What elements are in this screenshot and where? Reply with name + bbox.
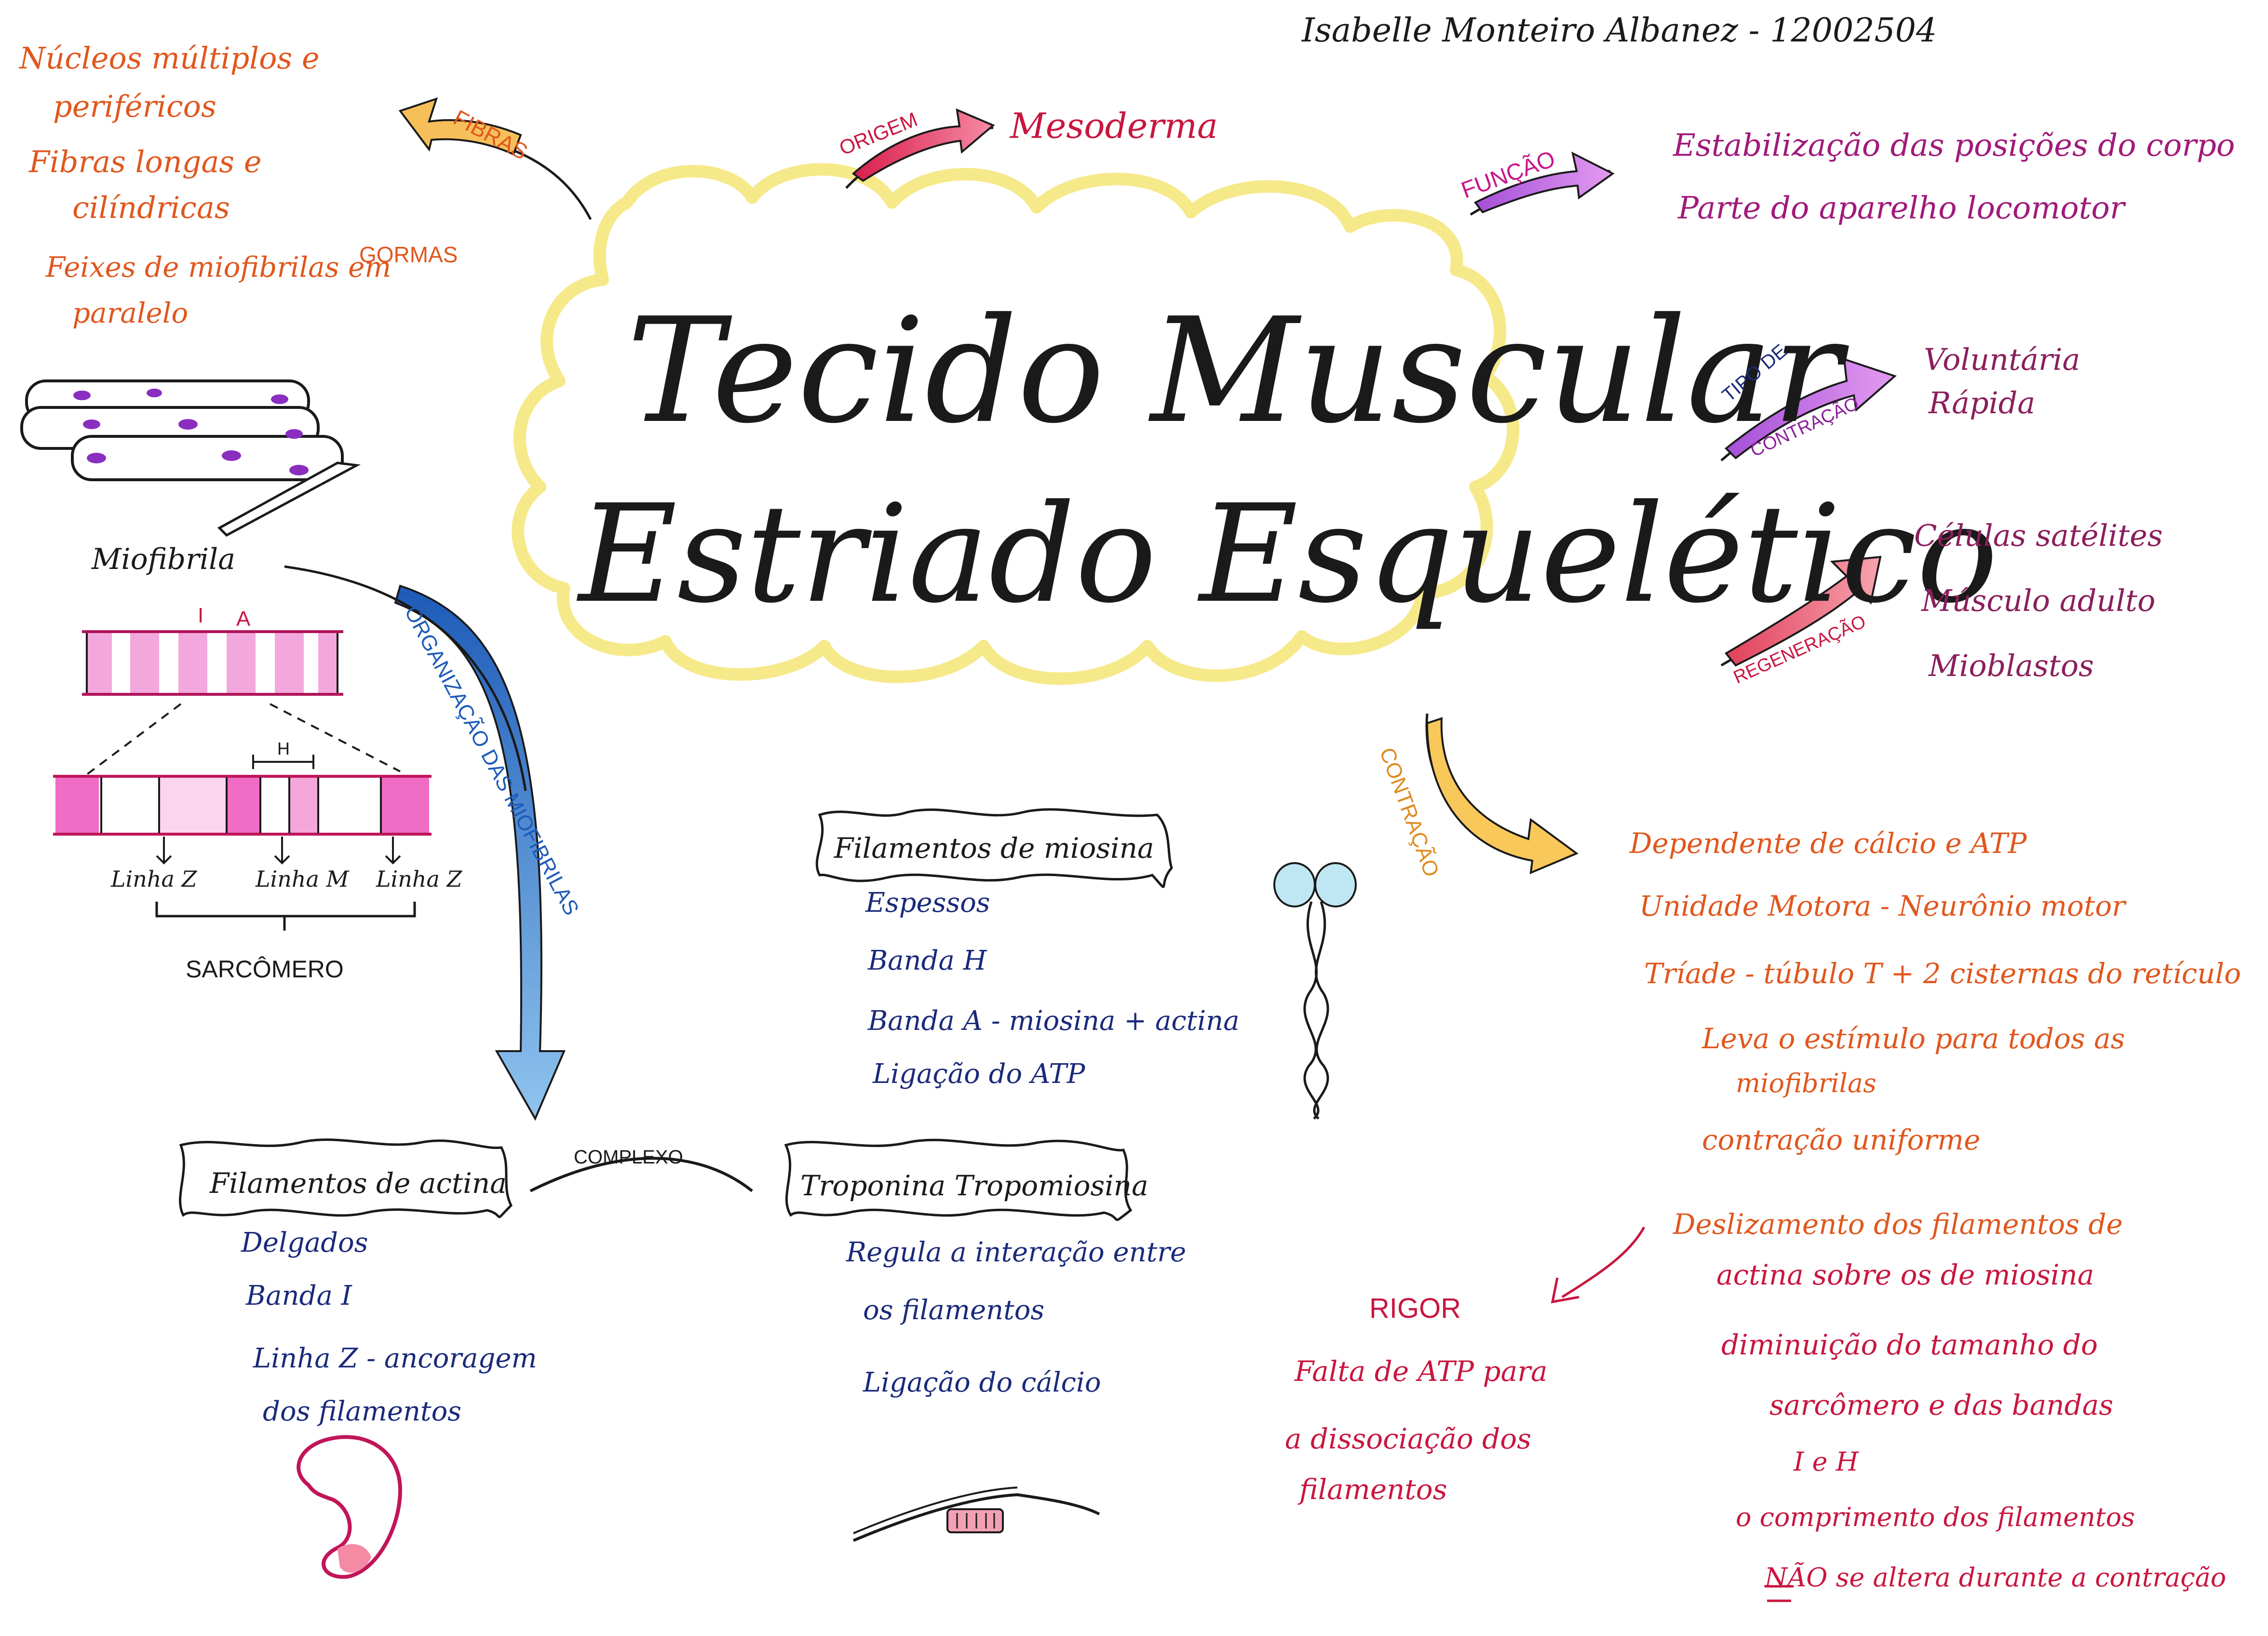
miofibrila-label: Miofibrila (92, 542, 236, 576)
tropomyosin-drawing (852, 1487, 1100, 1542)
line-label-z-left: Linha Z (111, 866, 197, 892)
deslizamento-item-6: o comprimento dos filamentos (1736, 1502, 2135, 1532)
actina-title: Filamentos de actina (210, 1167, 507, 1200)
actina-item-4: dos filamentos (263, 1396, 462, 1427)
origem-value: Mesoderma (1010, 106, 1218, 146)
tipo-contracao-arrow (1725, 358, 1897, 460)
fibras-item-1: Núcleos múltiplos e (19, 41, 320, 76)
myofibril-strip (82, 630, 401, 777)
troponina-item-3: Ligação do cálcio (863, 1367, 1101, 1398)
miosina-title: Filamentos de miosina (834, 832, 1154, 865)
line-label-m: Linha M (256, 866, 349, 892)
tipo-contracao-item-1: Voluntária (1924, 342, 2080, 377)
cell-drawing (297, 1435, 403, 1579)
actina-item-2: Banda I (246, 1280, 352, 1312)
deslizamento-item-4: sarcômero e das bandas (1769, 1389, 2114, 1421)
fibras-item-5: Feixes de miofibrilas em (46, 251, 392, 284)
actina-item-3: Linha Z - ancoragem (253, 1343, 537, 1374)
deslizamento-item-5: I e H (1794, 1447, 1859, 1477)
fibras-arrow (398, 97, 522, 156)
miosina-item-4: Ligação do ATP (873, 1058, 1085, 1090)
tipo-contracao-item-2: Rápida (1929, 385, 2036, 420)
rigor-item-2: a dissociação dos (1285, 1422, 1531, 1455)
contracao-arrow (1426, 717, 1579, 875)
regeneracao-item-3: Mioblastos (1929, 648, 2094, 683)
miosina-item-1: Espessos (865, 887, 990, 919)
rigor-title: RIGOR (1369, 1293, 1461, 1324)
contracao-item-4: Leva o estímulo para todos as (1702, 1022, 2125, 1055)
troponina-box (784, 1138, 1133, 1221)
myosin-molecule-drawing (1273, 862, 1357, 1120)
regeneracao-item-1: Células satélites (1914, 518, 2163, 553)
deslizamento-item-2: actina sobre os de miosina (1716, 1258, 2094, 1291)
regeneracao-item-2: Músculo adulto (1921, 583, 2156, 618)
regeneracao-arrow (1724, 555, 1882, 667)
sarcomere-strip (53, 755, 432, 931)
contracao-item-3: Tríade - túbulo T + 2 cisternas do retíc… (1644, 957, 2241, 990)
deslizamento-item-7: NÃO se altera durante a contração (1765, 1562, 2227, 1593)
fibras-item-3: Fibras longas e (29, 144, 262, 179)
deslizamento-item-1: Deslizamento dos filamentos de (1673, 1208, 2123, 1241)
complexo-label: COMPLEXO (574, 1147, 683, 1168)
fibras-item-2: periféricos (53, 89, 216, 124)
band-label-h: H (277, 739, 290, 758)
troponina-item-2: os filamentos (863, 1295, 1045, 1326)
funcao-item-2: Parte do aparelho locomotor (1678, 190, 2125, 226)
contracao-item-5: miofibrilas (1736, 1068, 1876, 1098)
page-title-line1: Tecido Muscular (627, 287, 1842, 455)
deslizamento-item-3: diminuição do tamanho do (1721, 1328, 2098, 1361)
funcao-item-1: Estabilização das posições do corpo (1673, 128, 2235, 163)
fibras-item-6: paralelo (72, 297, 189, 329)
rigor-item-1: Falta de ATP para (1295, 1355, 1548, 1388)
troponina-item-1: Regula a interação entre (846, 1237, 1187, 1268)
sarcomero-label: SARCÔMERO (186, 956, 344, 983)
troponina-title: Troponina Tropomiosina (800, 1169, 1148, 1202)
miosina-box (815, 808, 1173, 888)
origem-arrow (851, 108, 995, 182)
page-title-line2: Estriado Esquelético (579, 476, 1998, 633)
band-label-i: I (198, 604, 204, 627)
line-label-z-right: Linha Z (376, 866, 462, 892)
contracao-item-6: contração uniforme (1702, 1123, 1981, 1156)
contracao-item-2: Unidade Motora - Neurônio motor (1639, 890, 2125, 922)
miosina-item-2: Banda H (868, 945, 987, 976)
title-cloud (512, 163, 1520, 685)
author-signature: Isabelle Monteiro Albanez - 12002504 (1302, 12, 1937, 50)
organizacao-arrow (394, 584, 566, 1121)
rigor-item-3: filamentos (1299, 1473, 1447, 1506)
funcao-arrow (1473, 151, 1615, 214)
muscle-fibers-drawing (20, 379, 361, 537)
fibras-extra: GORMAS (359, 242, 458, 267)
band-label-a: A (236, 607, 251, 631)
miosina-item-3: Banda A - miosina + actina (868, 1005, 1240, 1037)
actina-box (179, 1138, 513, 1218)
contracao-item-1: Dependente de cálcio e ATP (1630, 827, 2027, 860)
actina-item-1: Delgados (241, 1227, 368, 1258)
fibras-item-4: cilíndricas (72, 190, 230, 225)
